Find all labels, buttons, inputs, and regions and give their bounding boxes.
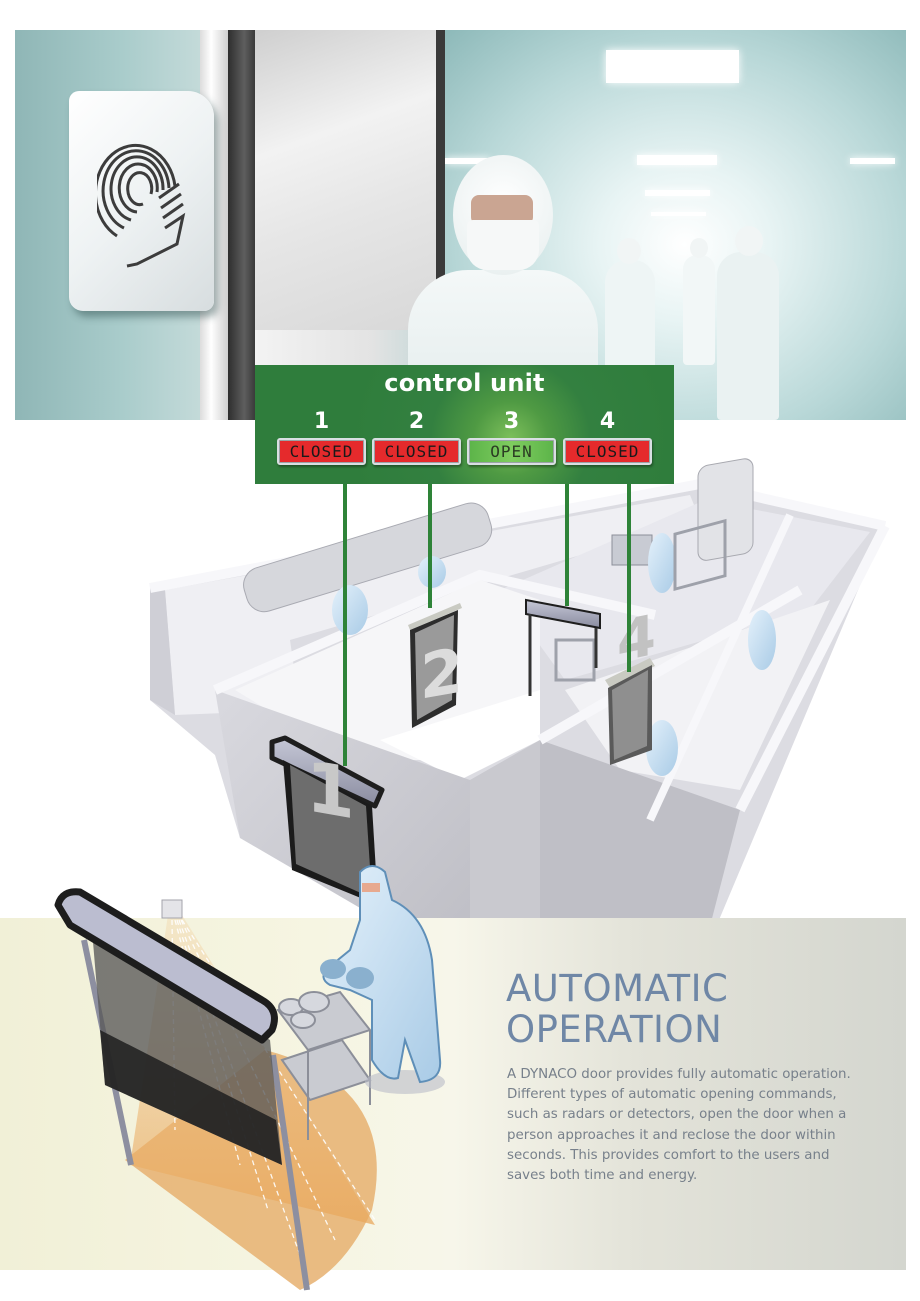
worker-figure: [646, 720, 678, 776]
section-body: A DYNACO door provides fully automatic o…: [507, 1065, 877, 1186]
door-frame-dark: [228, 30, 255, 420]
ceiling-light: [645, 190, 710, 196]
wall-front-right: [540, 740, 740, 965]
staff-head: [735, 226, 763, 256]
wall-left-end: [150, 588, 175, 715]
staff-head: [617, 238, 641, 264]
door-3: [525, 598, 601, 696]
door-number-3: 3: [503, 409, 520, 434]
technician-mask: [467, 220, 539, 270]
trolley: [554, 638, 596, 682]
door-4-label: 4: [617, 602, 656, 676]
connector-door-1: [343, 484, 347, 766]
corridor-floor-light: [380, 690, 540, 780]
touchless-hand-sensor-icon: [96, 143, 185, 268]
door-1-label: 1: [306, 745, 355, 835]
door-1-status-closed: CLOSED: [277, 438, 366, 465]
door-4-status-closed: CLOSED: [563, 438, 652, 465]
hero-photo: [15, 30, 906, 420]
wall-front-corner: [470, 740, 540, 972]
connector-door-3: [565, 484, 569, 606]
worker-figure: [748, 610, 776, 670]
door-2-status-closed: CLOSED: [372, 438, 461, 465]
heading-line-1: AUTOMATIC: [506, 967, 729, 1010]
worker-figure: [332, 585, 368, 635]
door-1: 1: [269, 735, 385, 905]
worker-figure: [418, 556, 446, 588]
door-number-1: 1: [313, 409, 330, 434]
wall-top-middle: [213, 569, 657, 695]
worker-figure: [648, 533, 676, 593]
ceiling-light: [445, 158, 490, 164]
door-3-status-open: OPEN: [467, 438, 556, 465]
control-unit-title: control unit: [384, 369, 545, 397]
door-2-label: 2: [420, 634, 463, 714]
ceiling-light: [637, 155, 717, 165]
ceiling-light: [651, 212, 706, 216]
wall-top-inner: [646, 513, 794, 822]
ceiling-light: [606, 50, 739, 83]
body-line: A DYNACO door provides fully automatic o…: [507, 1067, 851, 1082]
door-number-2: 2: [408, 409, 425, 434]
ceiling-light: [850, 158, 895, 164]
door-2: 2: [408, 603, 463, 728]
touchless-sensor-plate: [69, 91, 214, 311]
door-frame-dark: [436, 30, 445, 330]
connector-door-2: [428, 484, 432, 608]
door-number-4: 4: [599, 409, 616, 434]
staff-walking-2: [683, 255, 715, 365]
body-line: such as radars or detectors, open the do…: [507, 1107, 847, 1123]
door-4: 4: [605, 602, 656, 765]
body-line: person approaches it and reclose the doo…: [507, 1127, 836, 1143]
computer-console: [611, 534, 653, 566]
staff-head: [690, 238, 708, 258]
connector-door-4: [627, 484, 631, 672]
trolley: [673, 518, 727, 592]
heading-line-2: OPERATION: [506, 1008, 723, 1051]
body-line: saves both time and energy.: [507, 1168, 698, 1184]
wall-top-right: [735, 523, 890, 813]
section-heading: AUTOMATIC OPERATION: [506, 968, 886, 1050]
control-unit-panel: control unit 1 2 3 4 CLOSED CLOSED OPEN …: [255, 365, 674, 484]
glass-door-panel: [255, 30, 436, 330]
body-line: seconds. This provides comfort to the us…: [507, 1147, 830, 1163]
staff-walking-3: [717, 252, 779, 420]
body-line: Different types of automatic opening com…: [507, 1087, 837, 1103]
